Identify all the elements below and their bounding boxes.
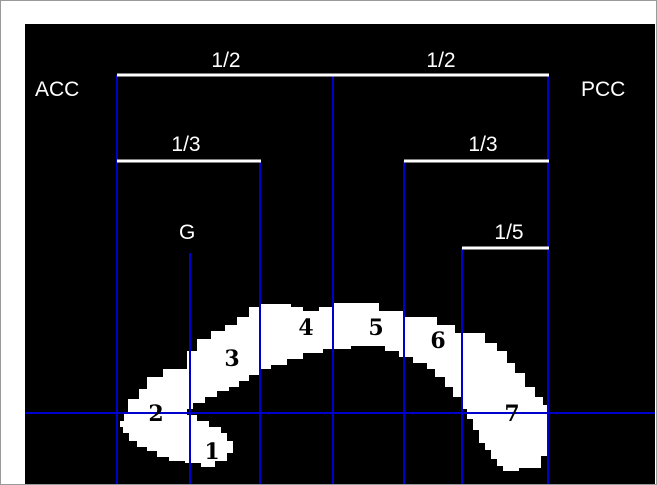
segment-label-5: 5 [368,315,383,341]
right-third-label: 1/3 [468,133,497,156]
segment-label-3: 3 [224,346,239,372]
image-background [25,24,655,484]
right-half-label: 1/2 [426,49,455,72]
segment-label-6: 6 [430,328,445,354]
segment-label-4: 4 [298,315,313,341]
genu-label: G [179,221,195,244]
right-fifth-label: 1/5 [494,221,523,244]
segment-label-7: 7 [504,401,519,427]
acc-label: ACC [35,78,79,101]
left-half-label: 1/2 [211,49,240,72]
segment-label-1: 1 [204,439,219,465]
pcc-label: PCC [581,78,625,101]
segment-label-2: 2 [148,401,163,427]
left-third-label: 1/3 [171,133,200,156]
